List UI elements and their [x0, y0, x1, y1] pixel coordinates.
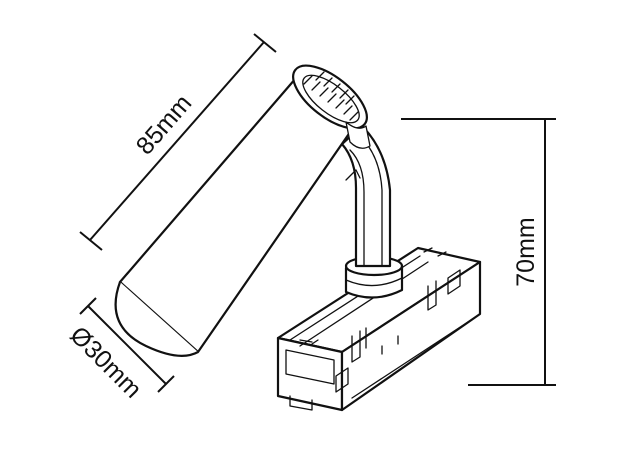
lamp-cylinder: [114, 64, 371, 357]
length-label: 85mm: [131, 89, 198, 160]
height-label: 70mm: [512, 217, 540, 286]
track-adapter: [276, 246, 482, 412]
height-dimension: 70mm: [401, 118, 556, 386]
